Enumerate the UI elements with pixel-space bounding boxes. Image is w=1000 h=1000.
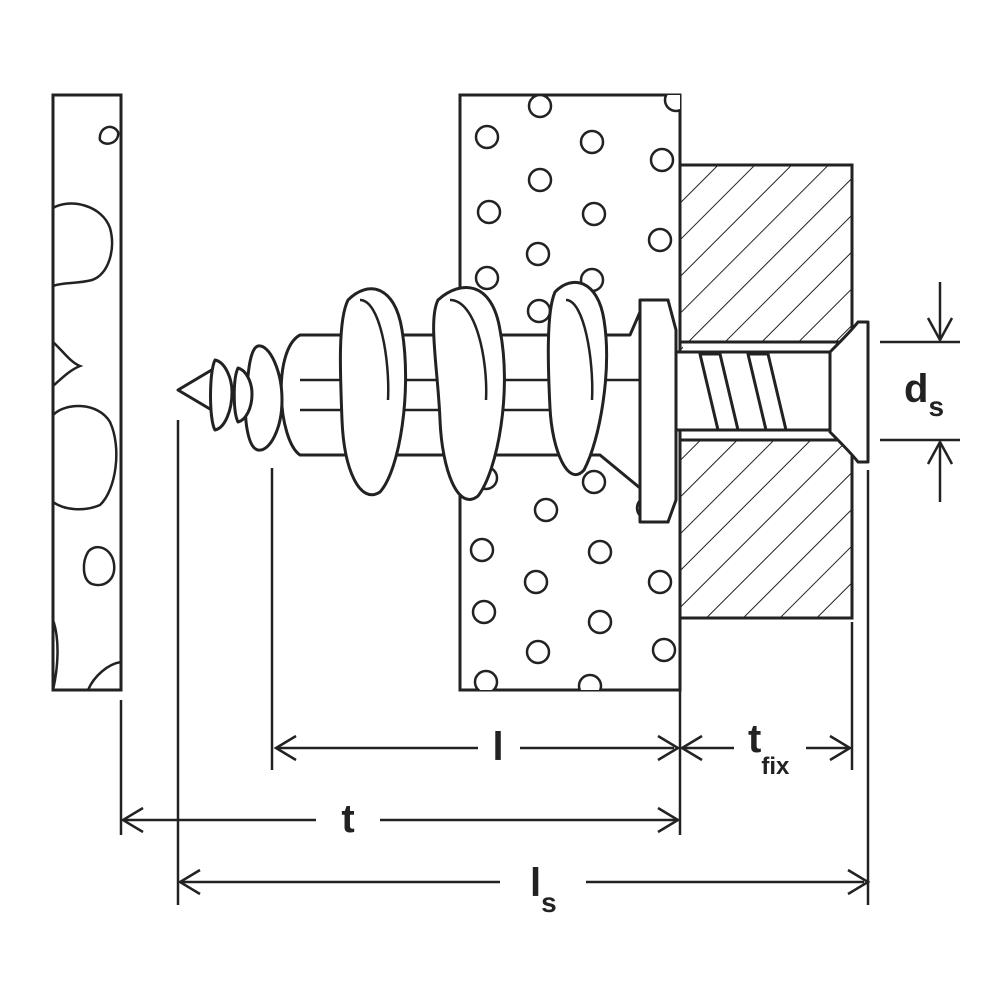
label-ls: ls [530,861,557,918]
board-dot [647,569,673,595]
board-dot [651,637,677,663]
label-ds-sub: s [928,391,944,422]
board-dot [581,201,607,227]
label-ds: ds [904,367,944,422]
label-t: t [341,797,354,841]
board-dot [476,199,502,225]
board-dot [523,569,549,595]
label-tfix: tfix [748,717,790,780]
dimension-ds [926,282,954,502]
hollow-wall-anchor [244,281,678,524]
label-ls-main: l [530,861,541,905]
board-dot [649,147,675,173]
dimension-t [120,806,681,834]
board-dot [527,167,553,193]
label-tfix-sub: fix [761,753,790,780]
board-dot [587,609,613,635]
label-ds-main: d [904,367,928,411]
board-dot [473,669,499,690]
board-dot [474,265,500,291]
board-dot [647,227,673,253]
board-dot [581,469,607,495]
insulation-layer [51,93,123,692]
board-dot [469,537,495,563]
board-dot [579,129,605,155]
board-dot [527,95,553,119]
board-dot [577,673,603,690]
dimension-l [273,734,681,762]
label-ls-sub: s [541,887,557,918]
board-dot [663,95,680,113]
dimension-ls [177,868,871,896]
board-dot [525,639,551,665]
label-l: l [492,725,503,769]
board-dot [474,124,500,150]
board-dot [533,497,559,523]
board-dot [587,539,613,565]
board-dot [471,599,497,625]
fixing-screw [176,320,870,464]
board-dot [525,241,551,267]
label-tfix-main: t [748,717,761,761]
board-dot [526,298,552,324]
board-dots [469,95,680,690]
extension-lines [119,340,960,905]
dimension-tfix [679,734,853,762]
